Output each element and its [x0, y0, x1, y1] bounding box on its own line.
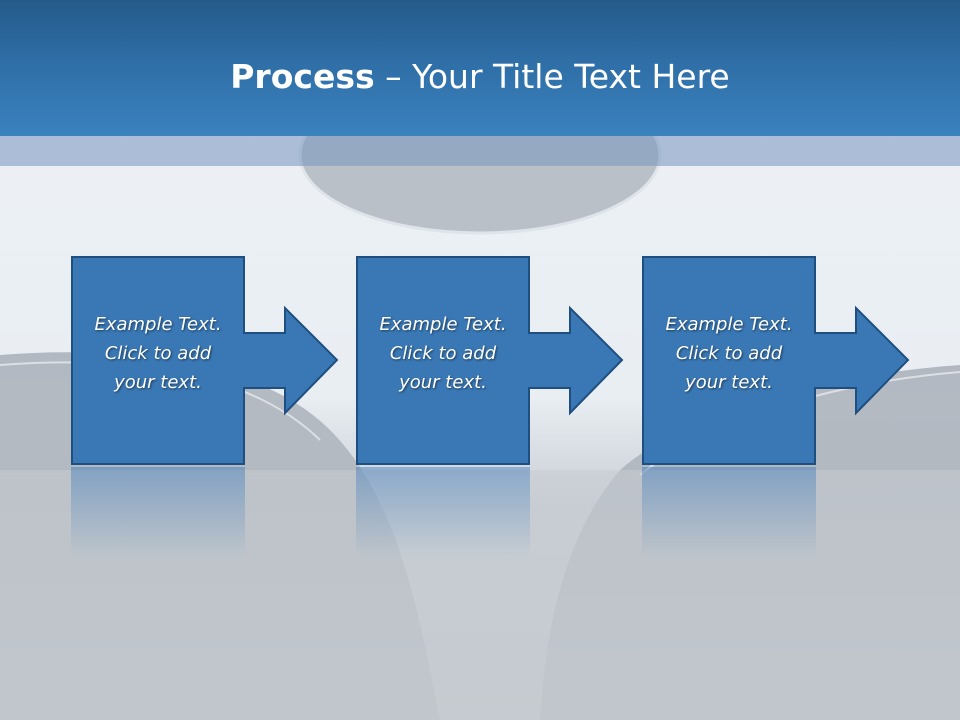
process-step-3[interactable]: Example Text. Click to add your text.	[642, 256, 910, 465]
step-line-2: Click to add	[389, 343, 497, 364]
process-step-2[interactable]: Example Text. Click to add your text.	[356, 256, 624, 465]
step-line-1: Example Text.	[379, 314, 507, 335]
right-arrow-icon	[71, 256, 339, 465]
title-rest: – Your Title Text Here	[374, 57, 730, 96]
step-line-1: Example Text.	[665, 314, 793, 335]
step-text[interactable]: Example Text. Click to add your text.	[642, 310, 816, 397]
slide-title[interactable]: Process – Your Title Text Here	[0, 52, 960, 102]
step-reflection-1	[71, 467, 245, 557]
step-line-2: Click to add	[675, 343, 783, 364]
title-bar	[0, 0, 960, 136]
step-text[interactable]: Example Text. Click to add your text.	[71, 310, 245, 397]
step-line-3: your text.	[685, 372, 773, 393]
right-arrow-icon	[356, 256, 624, 465]
right-arrow-icon	[642, 256, 910, 465]
title-bold: Process	[230, 57, 375, 96]
step-line-3: your text.	[114, 372, 202, 393]
step-line-1: Example Text.	[94, 314, 222, 335]
step-line-3: your text.	[399, 372, 487, 393]
step-reflection-2	[356, 467, 530, 557]
process-step-1[interactable]: Example Text. Click to add your text.	[71, 256, 339, 465]
step-line-2: Click to add	[104, 343, 212, 364]
header-band	[0, 136, 960, 166]
step-reflection-3	[642, 467, 816, 557]
step-text[interactable]: Example Text. Click to add your text.	[356, 310, 530, 397]
